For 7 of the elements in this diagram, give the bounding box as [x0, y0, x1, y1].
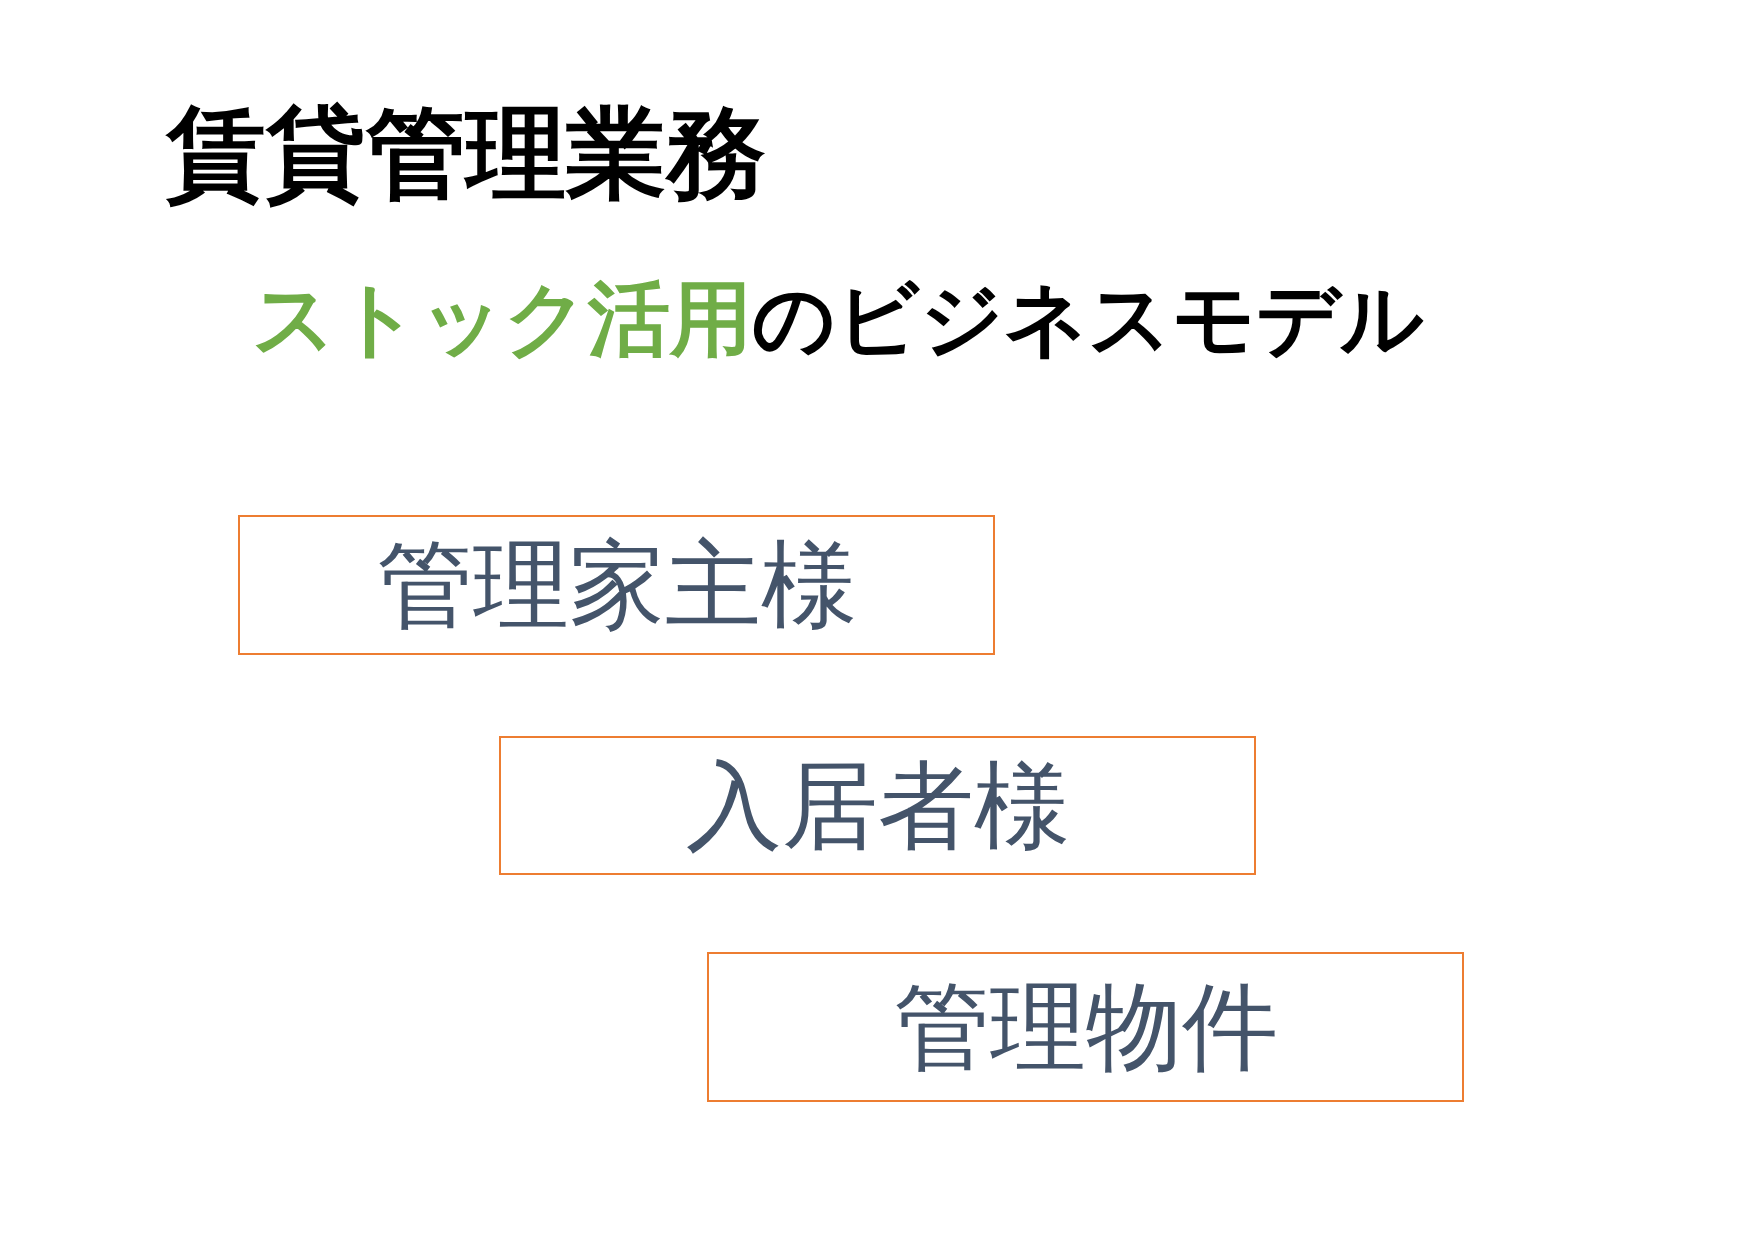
category-label: 入居者様: [685, 757, 1070, 854]
category-label: 管理家主様: [376, 537, 857, 633]
category-label: 管理物件: [893, 979, 1278, 1075]
category-box: [707, 952, 1464, 1102]
subtitle: ストック活用のビジネスモデル: [252, 278, 1424, 360]
category-box: [499, 736, 1256, 875]
category-box: [238, 515, 995, 655]
